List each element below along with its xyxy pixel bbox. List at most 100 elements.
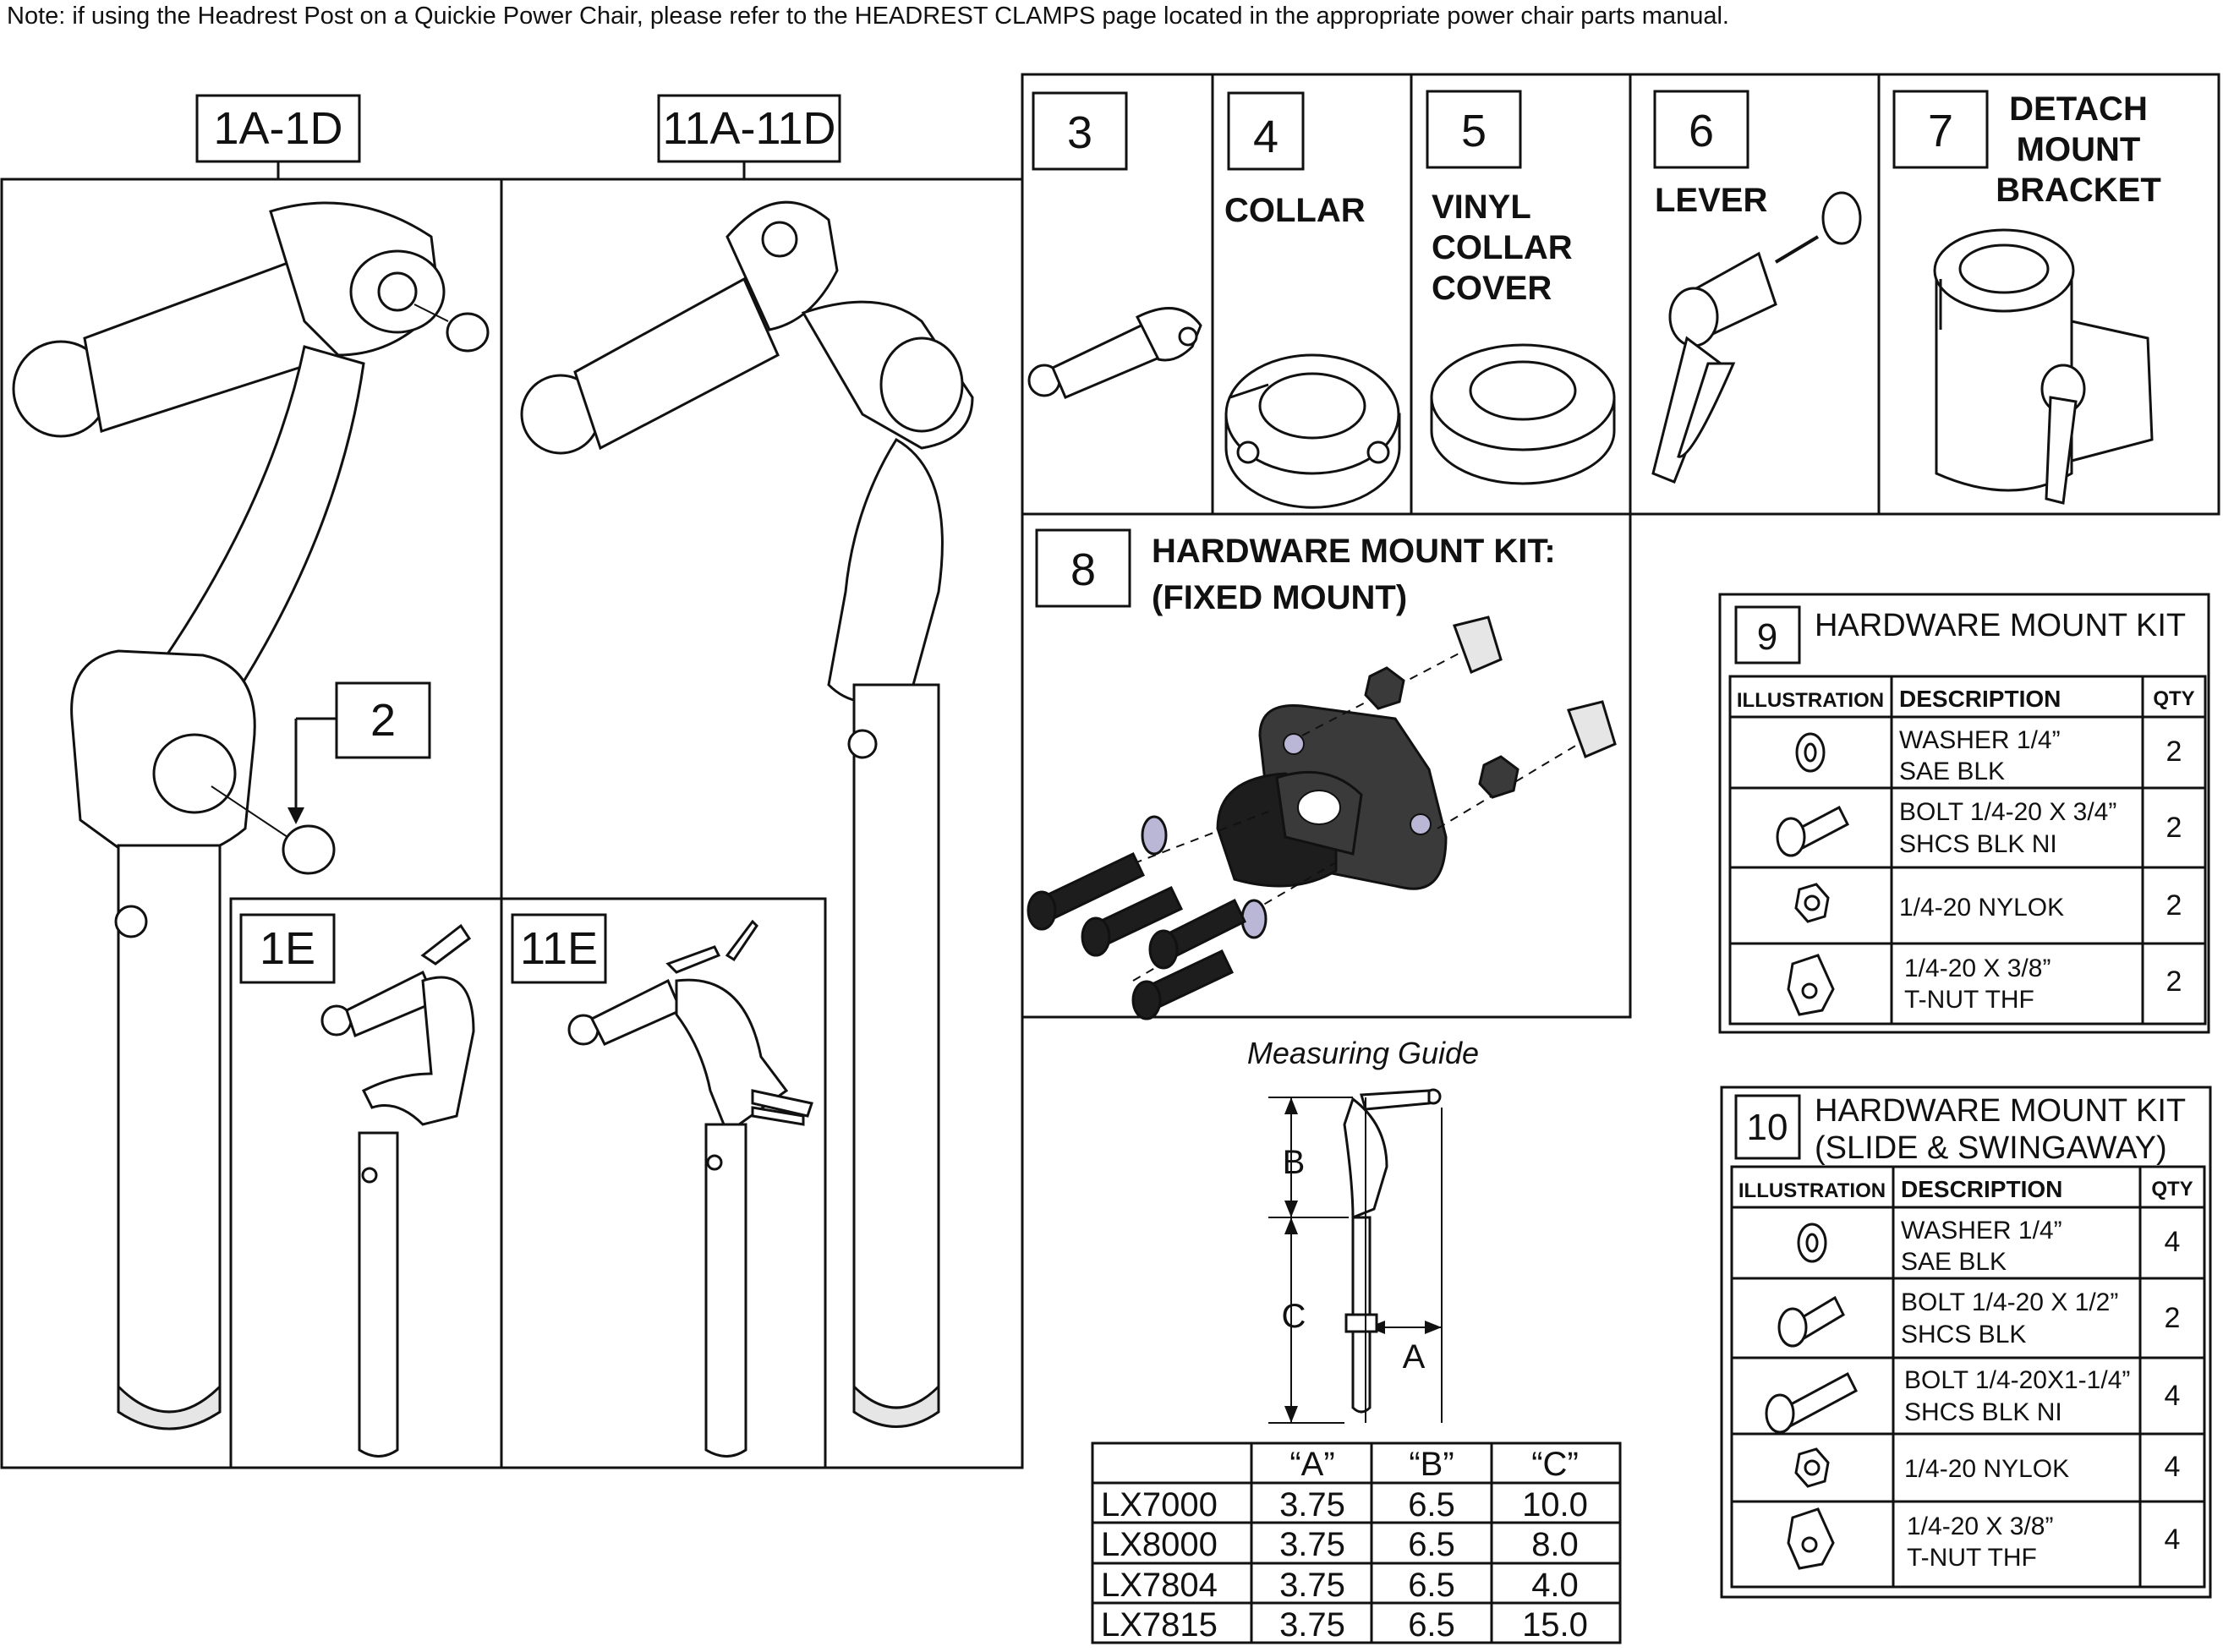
nylok-nut-icon: [1794, 1447, 1830, 1488]
headrest-post-1e: [320, 923, 475, 1458]
dimension-b-label: B: [1283, 1144, 1306, 1181]
kit-9-header-description: DESCRIPTION: [1899, 686, 2061, 712]
callout-11e: 11E: [511, 913, 607, 984]
kit-9-row-3-desc-1: 1/4-20 NYLOK: [1899, 894, 2064, 922]
kit-10-row-1-qty: 4: [2165, 1226, 2181, 1258]
lever-label: LEVER: [1655, 182, 1767, 219]
bolt-icon: [1777, 1295, 1845, 1348]
kit-9-row-1-desc-2: SAE BLK: [1899, 758, 2005, 785]
kit-9-row-2-desc-2: SHCS BLK NI: [1899, 830, 2057, 858]
measure-header-a: “A”: [1289, 1446, 1334, 1483]
kit-10-row-1-desc-2: SAE BLK: [1901, 1248, 2007, 1276]
kit-9-header-qty: QTY: [2153, 687, 2194, 710]
measure-row-4-a: 3.75: [1279, 1606, 1345, 1644]
panel-part-6-lever: 6 LEVER: [1651, 90, 1862, 484]
detach-mount-bracket-label-2: MOUNT: [2017, 131, 2141, 168]
kit-10-row-2-desc-2: SHCS BLK: [1901, 1321, 2026, 1348]
measure-row-1-b: 6.5: [1408, 1486, 1455, 1523]
callout-1e: 1E: [239, 913, 336, 984]
kit-10-header-qty: QTY: [2151, 1178, 2193, 1201]
kit-10-row-4-desc-1: 1/4-20 NYLOK: [1904, 1455, 2069, 1483]
kit-10-row-5-qty: 4: [2165, 1523, 2181, 1556]
measure-row-2-a: 3.75: [1279, 1526, 1345, 1563]
measure-row-3-c: 4.0: [1531, 1567, 1579, 1604]
headrest-post-11a-11d: [520, 200, 974, 1428]
measure-row-1-model: LX7000: [1101, 1486, 1218, 1523]
t-nut-icon: [1787, 1507, 1835, 1570]
vinyl-collar-cover-label-2: COLLAR: [1432, 229, 1573, 266]
measure-row-4-c: 15.0: [1522, 1606, 1588, 1644]
kit-10-row-5-desc-1: 1/4-20 X 3/8”: [1907, 1513, 2053, 1540]
measure-row-2-model: LX8000: [1101, 1526, 1218, 1563]
dimension-a-label: A: [1403, 1338, 1426, 1376]
kit-10-row-5-desc-2: T-NUT THF: [1907, 1544, 2037, 1572]
kit-10-row-3-qty: 4: [2165, 1380, 2181, 1412]
callout-6-label: 6: [1689, 106, 1714, 156]
callout-8-label: 8: [1070, 544, 1096, 595]
kit-10-table: 10 HARDWARE MOUNT KIT (SLIDE & SWINGAWAY…: [1720, 1086, 2212, 1599]
measure-row-3-model: LX7804: [1101, 1567, 1218, 1604]
measuring-guide-title: Measuring Guide: [1247, 1036, 1479, 1070]
measure-header-b: “B”: [1409, 1446, 1454, 1483]
kit-10-number: 10: [1747, 1107, 1788, 1148]
callout-2: 2: [287, 681, 431, 824]
kit-9-row-4-qty: 2: [2166, 965, 2182, 998]
measure-row-1-a: 3.75: [1279, 1486, 1345, 1523]
callout-7-label: 7: [1928, 106, 1953, 156]
panel-part-8-hardware-mount-kit-fixed: 8 HARDWARE MOUNT KIT: (FIXED MOUNT): [1027, 528, 1617, 1020]
headrest-post-11e: [567, 919, 813, 1458]
kit-9-row-3-qty: 2: [2166, 889, 2182, 922]
measure-row-4-model: LX7815: [1101, 1606, 1218, 1644]
kit-10-header-illustration: ILLUSTRATION: [1738, 1179, 1886, 1202]
measure-row-2-b: 6.5: [1408, 1526, 1455, 1563]
note-text: Note: if using the Headrest Post on a Qu…: [7, 3, 1729, 30]
measure-row-1-c: 10.0: [1522, 1486, 1588, 1523]
hardware-mount-kit-fixed-label-2: (FIXED MOUNT): [1152, 579, 1407, 616]
callout-5-label: 5: [1461, 106, 1487, 156]
parts-strip-frame: [1021, 73, 2220, 1019]
kit-9-header-illustration: ILLUSTRATION: [1737, 689, 1884, 712]
t-nut-icon: [1787, 954, 1835, 1016]
panel-part-4-collar: 4 COLLAR: [1224, 91, 1401, 509]
kit-9-row-4-desc-1: 1/4-20 X 3/8”: [1904, 955, 2051, 982]
callout-4-label: 4: [1253, 112, 1278, 162]
kit-9-row-1-qty: 2: [2166, 736, 2182, 768]
kit-10-row-2-qty: 2: [2165, 1302, 2181, 1334]
kit-10-header-description: DESCRIPTION: [1901, 1176, 2062, 1202]
kit-9-row-4-desc-2: T-NUT THF: [1904, 986, 2034, 1014]
callout-1e-label: 1E: [260, 923, 315, 974]
kit-9-title: HARDWARE MOUNT KIT: [1815, 608, 2186, 643]
washer-icon: [1795, 732, 1826, 773]
collar-label: COLLAR: [1224, 192, 1366, 229]
callout-2-label: 2: [370, 695, 396, 746]
washer-icon: [1797, 1223, 1827, 1263]
dimension-c-label: C: [1282, 1298, 1306, 1335]
kit-10-row-2-desc-1: BOLT 1/4-20 X 1/2”: [1901, 1288, 2118, 1316]
panel-part-5-vinyl-collar-cover: 5 VINYL COLLAR COVER: [1426, 90, 1616, 485]
long-bolt-icon: [1765, 1371, 1858, 1434]
bolt-icon: [1776, 805, 1849, 857]
measure-row-4-b: 6.5: [1408, 1606, 1455, 1644]
panel-part-7-detach-mount-bracket: 7 DETACH MOUNT BRACKET: [1892, 90, 2161, 505]
kit-10-row-3-desc-1: BOLT 1/4-20X1-1/4”: [1904, 1366, 2130, 1394]
kit-10-title-1: HARDWARE MOUNT KIT: [1815, 1093, 2186, 1129]
kit-9-row-2-desc-1: BOLT 1/4-20 X 3/4”: [1899, 798, 2116, 826]
measure-row-3-b: 6.5: [1408, 1567, 1455, 1604]
kit-9-number: 9: [1757, 616, 1777, 658]
kit-10-row-1-desc-1: WASHER 1/4”: [1901, 1217, 2062, 1244]
callout-11a-11d: 11A-11D: [657, 94, 841, 179]
detach-mount-bracket-label-3: BRACKET: [1996, 172, 2161, 209]
hardware-mount-kit-fixed-label-1: HARDWARE MOUNT KIT:: [1152, 533, 1556, 570]
detach-mount-bracket-label-1: DETACH: [2009, 90, 2148, 128]
headrest-post-1a-1d: [12, 201, 490, 1430]
kit-9-table: 9 HARDWARE MOUNT KIT ILLUSTRATION DESCRI…: [1718, 593, 2210, 1034]
nylok-nut-icon: [1794, 883, 1830, 923]
callout-1a-1d-label: 1A-1D: [213, 103, 342, 154]
kit-10-row-4-qty: 4: [2165, 1451, 2181, 1483]
callout-11e-label: 11E: [520, 923, 598, 974]
panel-part-3: 3: [1027, 91, 1202, 399]
kit-10-title-2: (SLIDE & SWINGAWAY): [1815, 1130, 2167, 1166]
kit-9-row-1-desc-1: WASHER 1/4”: [1899, 726, 2061, 754]
measuring-guide: Measuring Guide B C A “A” “B”: [1091, 1036, 1622, 1644]
